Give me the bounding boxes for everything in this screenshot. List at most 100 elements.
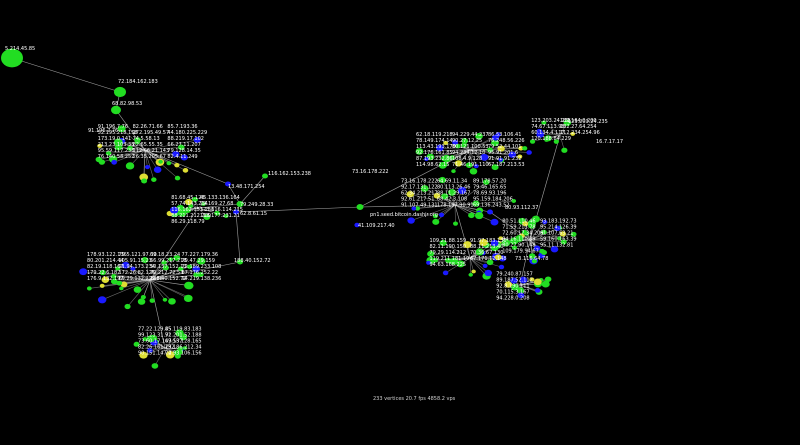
- node-rc-27[interactable]: [541, 250, 547, 256]
- node-lm-22[interactable]: [140, 294, 146, 300]
- node-ct-30[interactable]: [438, 161, 447, 169]
- node-lm-12[interactable]: [110, 278, 118, 285]
- node-cm-10[interactable]: [438, 176, 447, 184]
- node-bc-16[interactable]: [486, 259, 494, 266]
- node-b[interactable]: [111, 105, 121, 115]
- node-lm-33[interactable]: [168, 257, 173, 262]
- node-rc-6[interactable]: [554, 225, 561, 231]
- node-tr-9[interactable]: [563, 119, 572, 126]
- node-lm-3[interactable]: [101, 276, 110, 283]
- node-br-5[interactable]: [529, 277, 535, 282]
- node-lm-5[interactable]: [130, 266, 136, 271]
- node-lm-24[interactable]: [137, 298, 146, 305]
- node-c[interactable]: [236, 201, 244, 207]
- node-ct-28[interactable]: [487, 147, 493, 153]
- node-rc-20[interactable]: [523, 231, 530, 236]
- node-bc-20[interactable]: [427, 250, 435, 257]
- node-cm-7[interactable]: [433, 192, 441, 199]
- node-g[interactable]: [262, 173, 268, 179]
- node-tl-6[interactable]: [174, 162, 180, 168]
- node-cm-12[interactable]: [407, 217, 415, 224]
- node-cm-15[interactable]: [457, 186, 467, 195]
- node-bc-7[interactable]: [445, 257, 452, 264]
- node-br-9[interactable]: [541, 280, 550, 288]
- node-br-10[interactable]: [544, 277, 551, 282]
- node-br-7[interactable]: [517, 292, 525, 299]
- node-lm-35[interactable]: [149, 298, 155, 303]
- node-ml-13[interactable]: [169, 206, 179, 214]
- node-ct-26[interactable]: [452, 139, 459, 145]
- node-cm-21[interactable]: [474, 212, 484, 220]
- node-ml-1[interactable]: [214, 210, 220, 216]
- node-bc-13[interactable]: [426, 260, 431, 265]
- node-cm-8[interactable]: [453, 221, 458, 226]
- node-lm-28[interactable]: [115, 266, 121, 271]
- node-bc-5[interactable]: [449, 257, 459, 265]
- node-tl-22[interactable]: [141, 178, 148, 184]
- node-bc-26[interactable]: [479, 238, 488, 247]
- node-tl-21[interactable]: [153, 166, 162, 173]
- node-br-15[interactable]: [533, 278, 542, 286]
- node-rc-16[interactable]: [528, 253, 536, 259]
- node-lm-2[interactable]: [121, 261, 130, 269]
- node-br-14[interactable]: [534, 288, 541, 293]
- node-cm-20[interactable]: [441, 193, 449, 200]
- node-bl-17[interactable]: [146, 335, 155, 343]
- node-ct-19[interactable]: [473, 164, 479, 169]
- node-tl-27[interactable]: [117, 125, 126, 133]
- node-tr-4[interactable]: [541, 120, 547, 125]
- node-ml-8[interactable]: [203, 214, 211, 221]
- node-cm-11[interactable]: [406, 191, 415, 198]
- node-bc-25[interactable]: [442, 270, 449, 276]
- node-rc-14[interactable]: [541, 229, 547, 235]
- node-lm-11[interactable]: [187, 264, 193, 269]
- node-bc-11[interactable]: [490, 239, 499, 247]
- node-tl-23[interactable]: [113, 138, 123, 146]
- node-tl-7[interactable]: [111, 159, 117, 165]
- node-tr-6[interactable]: [544, 135, 552, 142]
- node-i[interactable]: [237, 259, 243, 265]
- node-rc-28[interactable]: [498, 236, 503, 241]
- node-bc-27[interactable]: [498, 264, 505, 270]
- node-ct-9[interactable]: [491, 139, 499, 147]
- node-ct-24[interactable]: [415, 148, 424, 155]
- node-cm-13[interactable]: [472, 200, 480, 207]
- node-ml-7[interactable]: [223, 214, 229, 219]
- node-ct-8[interactable]: [454, 160, 463, 167]
- node-rc-13[interactable]: [557, 236, 562, 241]
- node-lm-18[interactable]: [141, 256, 149, 264]
- node-lm-0[interactable]: [79, 268, 88, 276]
- node-ct-15[interactable]: [443, 140, 449, 146]
- node-tl-28[interactable]: [158, 159, 163, 164]
- node-tr-3[interactable]: [561, 147, 568, 153]
- node-ct-10[interactable]: [491, 164, 499, 171]
- node-lm-26[interactable]: [99, 269, 106, 276]
- node-ct-17[interactable]: [455, 143, 461, 149]
- node-lm-8[interactable]: [168, 298, 176, 305]
- node-tl-25[interactable]: [182, 168, 189, 173]
- node-tl-24[interactable]: [95, 156, 103, 163]
- node-tr-1[interactable]: [553, 139, 559, 144]
- node-tl-17[interactable]: [144, 164, 150, 170]
- node-bl-3[interactable]: [139, 351, 148, 359]
- node-lm-21[interactable]: [183, 294, 193, 303]
- node-ct-33[interactable]: [517, 154, 523, 159]
- node-d[interactable]: [233, 209, 239, 215]
- node-cm-1[interactable]: [432, 213, 438, 219]
- node-cm-5[interactable]: [432, 218, 440, 225]
- node-br-6[interactable]: [516, 287, 525, 294]
- node-cm-18[interactable]: [411, 206, 417, 211]
- node-tl-29[interactable]: [97, 143, 103, 148]
- node-e[interactable]: [487, 209, 493, 215]
- node-rc-9[interactable]: [559, 231, 567, 237]
- node-tl-0[interactable]: [105, 150, 112, 156]
- node-ct-18[interactable]: [451, 169, 456, 174]
- node-lm-6[interactable]: [162, 297, 168, 302]
- node-ct-14[interactable]: [469, 168, 478, 175]
- node-br-12[interactable]: [510, 277, 518, 284]
- node-lm-14[interactable]: [99, 283, 105, 288]
- node-bc-23[interactable]: [468, 272, 473, 277]
- node-lm-9[interactable]: [124, 303, 131, 310]
- node-bc-12[interactable]: [471, 269, 476, 274]
- node-bl-1[interactable]: [182, 346, 188, 350]
